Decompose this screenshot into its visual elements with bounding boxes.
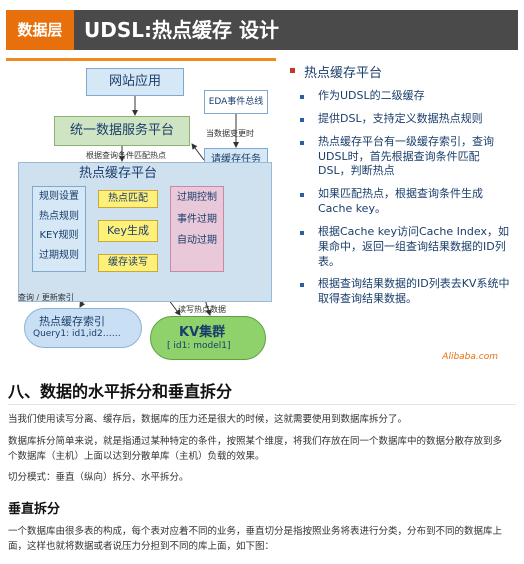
cache-read-write-box: 缓存读写 — [98, 254, 158, 272]
data-change-label: 当数据变更时 — [206, 129, 254, 138]
paragraph-1: 当我们使用读写分离、缓存后，数据库的压力还是很大的时候，这就需要使用到数据库拆分… — [8, 414, 408, 425]
expire-control: 过期控制 — [177, 192, 217, 203]
unified-data-service-box: 统一数据服务平台 — [54, 116, 190, 146]
subsection-heading: 垂直拆分 — [8, 502, 61, 517]
key-generate-box: Key生成 — [98, 220, 158, 242]
rules-box: 规则设置 热点规则 KEY规则 过期规则 — [32, 186, 86, 272]
bullet-item: 根据Cache key访问Cache Index，如果命中，返回一组查询结果数据… — [288, 225, 512, 270]
rule-hotspot: 热点规则 — [39, 210, 79, 222]
cache-index-sub: Query1: id1,id2…… — [33, 329, 121, 339]
bullet-item: 作为UDSL的二级缓存 — [288, 89, 512, 104]
match-hotspot-label: 根据查询条件匹配热点 — [86, 151, 166, 160]
section-heading: 八、数据的水平拆分和垂直拆分 — [8, 382, 233, 401]
bullet-main: 热点缓存平台 — [288, 62, 512, 81]
paragraph-3: 切分模式：垂直（纵向）拆分、水平拆分。 — [8, 472, 189, 483]
rule-key: KEY规则 — [39, 230, 79, 241]
alibaba-logo: Alibaba.com — [442, 352, 498, 362]
cache-diagram: 网站应用 统一数据服务平台 EDA事件总线 当数据变更时 请缓存任务 根据查询条… — [10, 60, 280, 365]
cache-index-title: 热点缓存索引 — [39, 315, 105, 328]
kv-cluster-sub: [ id1: model1] — [167, 341, 231, 351]
read-write-hot-data-label: 读写热点数据 — [178, 305, 226, 314]
slide-title: UDSL:热点缓存 设计 — [84, 18, 279, 42]
hot-cache-index-cylinder: 热点缓存索引 Query1: id1,id2…… — [24, 308, 142, 348]
header-underline — [6, 58, 276, 61]
query-update-index-label: 查询 / 更新索引 — [18, 293, 74, 302]
kv-cluster-title: KV集群 — [179, 325, 226, 340]
expire-event: 事件过期 — [177, 213, 217, 225]
paragraph-4: 一个数据库由很多表的构成，每个表对应着不同的业务，垂直切分是指按照业务将表进行分… — [8, 526, 503, 553]
bullet-item: 热点缓存平台有一级缓存索引，查询UDSL时，首先根据查询条件匹配DSL，判断热点 — [288, 135, 512, 180]
slide-header: 数据层 UDSL:热点缓存 设计 — [6, 10, 518, 50]
heading-divider — [8, 404, 516, 405]
eda-event-bus-box: EDA事件总线 — [204, 90, 268, 114]
hot-match-box: 热点匹配 — [98, 190, 158, 208]
bullet-item: 提供DSL，支持定义数据热点规则 — [288, 112, 512, 127]
architecture-slide: 数据层 UDSL:热点缓存 设计 网站应用 统一数据服务平台 EDA事件 — [6, 0, 518, 372]
bullet-item: 如果匹配热点，根据查询条件生成Cache key。 — [288, 187, 512, 217]
slide-tag: 数据层 — [6, 10, 74, 50]
expire-control-box: 过期控制 事件过期 自动过期 — [170, 186, 224, 272]
rule-setting: 规则设置 — [39, 191, 79, 202]
rule-expire: 过期规则 — [39, 249, 79, 261]
web-app-box: 网站应用 — [86, 68, 184, 96]
hot-cache-platform-label: 热点缓存平台 — [79, 166, 158, 181]
bullet-item: 根据查询结果数据的ID列表去KV系统中取得查询结果数据。 — [288, 277, 512, 307]
slide-bullets: 热点缓存平台 作为UDSL的二级缓存 提供DSL，支持定义数据热点规则 热点缓存… — [288, 62, 512, 315]
kv-cluster-cylinder: KV集群 [ id1: model1] — [150, 316, 266, 360]
expire-auto: 自动过期 — [177, 235, 217, 246]
paragraph-2: 数据库拆分简单来说，就是指通过某种特定的条件，按照某个维度，将我们存放在同一个数… — [8, 436, 503, 463]
